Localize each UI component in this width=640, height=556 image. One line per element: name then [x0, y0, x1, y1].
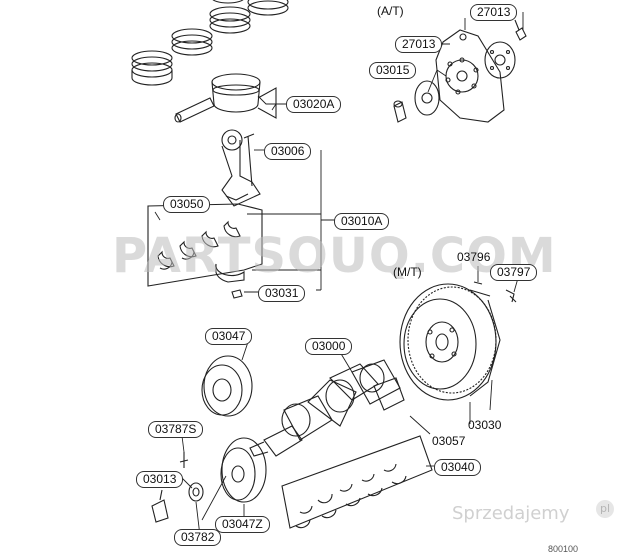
section-label-at: (A/T): [377, 4, 404, 18]
part-label-03010A[interactable]: 03010A: [334, 213, 390, 230]
section-label-mt: (M/T): [393, 265, 422, 279]
part-label-03796[interactable]: 03796: [457, 250, 491, 264]
crank-pulley-drawing: [151, 355, 267, 523]
rod-cap-drawing: [215, 263, 245, 299]
brand-badge: pl: [596, 500, 614, 518]
piston-drawing: [174, 73, 277, 123]
diagram-footer-code: 800100: [548, 544, 579, 554]
part-label-03015[interactable]: 03015: [369, 62, 417, 79]
part-label-03050[interactable]: 03050: [163, 196, 211, 213]
main-bearings-drawing: [281, 435, 433, 529]
part-label-03020A[interactable]: 03020A: [286, 96, 342, 113]
part-label-03030[interactable]: 03030: [468, 418, 502, 432]
rod-bearings-drawing: [147, 203, 263, 287]
part-label-03057[interactable]: 03057: [432, 434, 466, 448]
part-label-27013-top[interactable]: 27013: [470, 4, 518, 21]
part-label-03047[interactable]: 03047: [205, 328, 253, 345]
part-label-03787S[interactable]: 03787S: [148, 421, 204, 438]
part-label-03013[interactable]: 03013: [136, 471, 184, 488]
piston-rings-drawing: [131, 0, 289, 86]
part-label-03000[interactable]: 03000: [305, 338, 353, 355]
part-label-03031[interactable]: 03031: [258, 285, 306, 302]
connecting-rod-drawing: [221, 129, 261, 207]
crankshaft-drawing: [249, 359, 405, 457]
part-label-03047Z[interactable]: 03047Z: [215, 516, 270, 533]
brand-watermark: Sprzedajemy: [452, 503, 570, 524]
part-label-27013[interactable]: 27013: [395, 36, 443, 53]
part-label-03040[interactable]: 03040: [434, 459, 482, 476]
part-label-03006[interactable]: 03006: [264, 143, 312, 160]
flywheel-drawing: [399, 281, 517, 401]
part-label-03782[interactable]: 03782: [174, 529, 222, 546]
part-label-03797[interactable]: 03797: [490, 264, 538, 281]
flex-plate-drawing: [393, 19, 527, 123]
watermark: PARTSOUQ.COM: [112, 228, 557, 284]
